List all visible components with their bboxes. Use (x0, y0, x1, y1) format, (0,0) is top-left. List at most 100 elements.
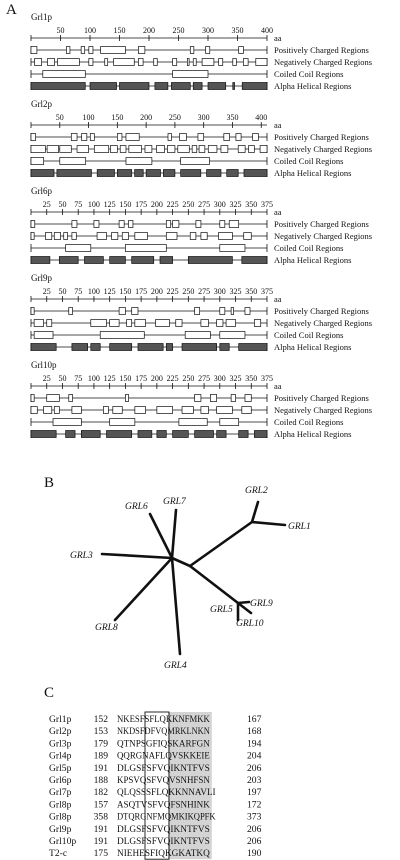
positive-region (68, 307, 73, 315)
track-label-negative: Negatively Charged Regions (274, 405, 372, 415)
positive-region (30, 46, 38, 54)
start-position: 153 (94, 726, 109, 737)
helical-region (89, 82, 117, 90)
helical-region (172, 430, 189, 438)
protein-title: Grl6p (31, 186, 52, 196)
protein-title: Grl2p (31, 99, 52, 109)
start-position: 188 (94, 775, 109, 786)
coiled-region (184, 331, 211, 339)
track-label-negative: Negatively Charged Regions (274, 318, 372, 328)
negative-region (243, 232, 252, 240)
leaf-label-grl10: GRL10 (236, 619, 264, 629)
negative-region (71, 232, 77, 240)
positive-region (223, 133, 230, 141)
negative-region (200, 406, 209, 414)
tick-label: 200 (151, 374, 163, 383)
tick-label: 125 (104, 200, 116, 209)
leaf-label-grl9: GRL9 (250, 599, 273, 609)
helical-region (219, 343, 230, 351)
tick-label: 325 (230, 374, 242, 383)
helical-region (119, 82, 150, 90)
negative-region (53, 232, 61, 240)
helical-region (131, 256, 155, 264)
positive-region (252, 133, 259, 141)
protein-name: Grl10p (49, 836, 76, 847)
helical-region (30, 343, 57, 351)
sequence: QTNPSGFIQSKARFGN (117, 738, 210, 749)
tick-label: 75 (74, 287, 82, 296)
protein-name: Grl9p (49, 824, 72, 835)
negative-region (156, 145, 165, 153)
tick-label: 400 (255, 113, 267, 122)
negative-region (156, 406, 173, 414)
negative-region (248, 145, 255, 153)
tick-label: 325 (230, 200, 242, 209)
negative-region (46, 145, 59, 153)
sequence: QLQSSSFLQKKNNAVLI (117, 787, 216, 798)
helical-region (71, 343, 88, 351)
protein-name: Grl6p (49, 775, 72, 786)
negative-region (177, 145, 190, 153)
positive-region (116, 133, 123, 141)
panel-label-c: C (44, 685, 54, 701)
helical-region (254, 430, 268, 438)
coiled-region (52, 418, 82, 426)
negative-region (237, 145, 246, 153)
helical-region (84, 256, 104, 264)
tick-label: 300 (214, 374, 226, 383)
negative-region (30, 232, 35, 240)
helical-region (30, 256, 51, 264)
negative-region (144, 145, 153, 153)
protein-title: Grl9p (31, 273, 52, 283)
tick-label: 150 (111, 113, 123, 122)
tick-label: 25 (43, 374, 51, 383)
tick-label: 300 (214, 200, 226, 209)
helical-region (180, 169, 202, 177)
positive-region (93, 220, 100, 228)
track-label-positive: Positively Charged Regions (274, 132, 369, 142)
negative-region (34, 58, 42, 66)
helical-region (241, 82, 268, 90)
start-position: 358 (94, 812, 109, 823)
tree-branch-grl2 (250, 500, 260, 524)
phylogenetic-tree: GRL1 GRL2 GRL3 GRL4 GRL5 GRL6 GRL7 GRL8 … (70, 486, 311, 671)
track-label-aa: aa (274, 294, 282, 304)
end-position: 190 (247, 848, 262, 859)
helical-region (238, 343, 268, 351)
positive-region (205, 46, 211, 54)
track-label-aa: aa (274, 207, 282, 217)
positive-region (210, 394, 218, 402)
positive-region (80, 46, 86, 54)
protein-name: T2-c (49, 848, 67, 859)
helical-region (156, 430, 167, 438)
tick-label: 150 (114, 26, 126, 35)
start-position: 152 (94, 714, 109, 725)
coiled-region (109, 418, 136, 426)
end-position: 204 (247, 751, 262, 762)
tick-label: 150 (119, 287, 131, 296)
protein-name: Grl8p (49, 799, 72, 810)
helical-region (80, 430, 101, 438)
coiled-region (219, 331, 246, 339)
tick-label: 375 (261, 287, 273, 296)
positive-region (30, 307, 35, 315)
negative-region (134, 406, 146, 414)
tick-label: 350 (232, 26, 244, 35)
tick-label: 225 (167, 287, 179, 296)
negative-region (241, 406, 252, 414)
positive-region (244, 307, 251, 315)
negative-region (187, 58, 190, 66)
track-label-aa: aa (274, 120, 282, 130)
positive-region (230, 307, 234, 315)
tick-label: 300 (214, 287, 226, 296)
